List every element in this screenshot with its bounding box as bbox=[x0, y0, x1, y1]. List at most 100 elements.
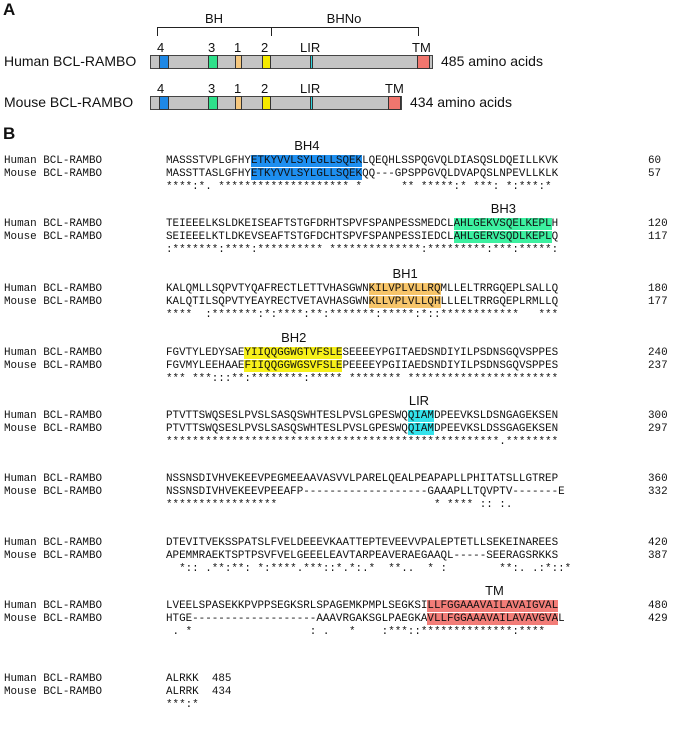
panel-b-label: B bbox=[3, 124, 16, 143]
mouse-tm-domain bbox=[388, 96, 401, 110]
human-sequence: DTEVITVEKSSPATSLFVELDEEEVKAATTEPTEVEEVVP… bbox=[166, 537, 559, 549]
human-position-number: 60 bbox=[648, 155, 662, 167]
human-bh4-domain bbox=[159, 55, 169, 69]
conservation-line: :*******:****:********** **************:… bbox=[166, 244, 559, 256]
mouse-sequence: PTVTTSWQSESLPVSLSASQSWHTESLPVSLGPESWQQIA… bbox=[166, 423, 559, 435]
motif-title-bh1: BH1 bbox=[392, 266, 418, 281]
mouse-position-number: 387 bbox=[648, 550, 668, 562]
human-bh4-motif-highlight: ETKYVVLSYLGLLSQEK bbox=[250, 155, 363, 167]
mouse-sequence: SEIEEELKTLDKEVSEAFTSTGFDCHTSPVFSPANPESSI… bbox=[166, 231, 559, 243]
mouse-position-number: 177 bbox=[648, 296, 668, 308]
human-sequence: ALRKK bbox=[166, 673, 199, 685]
human-position-number: 480 bbox=[648, 600, 668, 612]
mouse-row-label: Mouse BCL-RAMBO bbox=[4, 486, 103, 498]
mouse-sequence: NSSNSDIVHVEKEEVPEEAFP-------------------… bbox=[166, 486, 565, 498]
mouse-position-number: 117 bbox=[648, 231, 668, 243]
human-bh1-motif-highlight: KILVPLVLLRQ bbox=[368, 283, 441, 295]
mouse-sequence: APEMMRAEKTSPTPSVFVELGEEELEAVTARPEAVERAEG… bbox=[166, 550, 559, 562]
human-sequence: LVEELSPASEKKPVPPSEGKSRLSPAGEMKPMPLSEGKSI… bbox=[166, 600, 559, 612]
human-protein-bar bbox=[150, 55, 433, 69]
human-tm-label: TM bbox=[412, 40, 431, 55]
human-row-label: Human BCL-RAMBO bbox=[4, 473, 103, 485]
human-tm-motif-highlight: LLFGGAAAVAILAVAIGVAL bbox=[427, 600, 559, 612]
mouse-lir-motif-highlight: QIAM bbox=[407, 423, 434, 435]
mouse-bh3-domain bbox=[208, 96, 218, 110]
mouse-position-number: 429 bbox=[648, 613, 668, 625]
human-bh2-domain bbox=[262, 55, 271, 69]
human-row-label: Human BCL-RAMBO bbox=[4, 283, 103, 295]
motif-title-bh4: BH4 bbox=[294, 138, 320, 153]
human-sequence: FGVTYLEDYSAEYIIQQGGWGTVFSLESEEEEYPGITAED… bbox=[166, 347, 559, 359]
mouse-bh4-domain bbox=[159, 96, 169, 110]
mouse-row-label: Mouse BCL-RAMBO bbox=[4, 168, 103, 180]
motif-title-lir: LIR bbox=[408, 393, 430, 408]
conservation-line: ***************** * **** :: :. bbox=[166, 499, 565, 511]
human-position-number: 240 bbox=[648, 347, 668, 359]
mouse-lir-label: LIR bbox=[300, 81, 321, 96]
mouse-row-label: Mouse BCL-RAMBO bbox=[4, 550, 103, 562]
conservation-line: . * : . * :***::**************:**** bbox=[166, 626, 546, 638]
mouse-bh2-label: 2 bbox=[261, 81, 269, 96]
mouse-protein-bar bbox=[150, 96, 402, 110]
human-lir-label: LIR bbox=[300, 40, 321, 55]
human-position-number: 180 bbox=[648, 283, 668, 295]
mouse-bh1-domain bbox=[235, 96, 242, 110]
mouse-row-label: Mouse BCL-RAMBO bbox=[4, 423, 103, 435]
human-bh2-motif-highlight: YIIQQGGWGTVFSLE bbox=[244, 347, 343, 359]
human-row-label: Human BCL-RAMBO bbox=[4, 155, 103, 167]
human-lir-motif-highlight: QIAM bbox=[407, 410, 434, 422]
mouse-position-number: 237 bbox=[648, 360, 668, 372]
human-sequence: TEIEEELKSLDKEISEAFTSTGFDRHTSPVFSPANPESSM… bbox=[166, 218, 559, 230]
motif-title-tm: TM bbox=[485, 583, 504, 598]
bh-region-label: BH bbox=[204, 11, 224, 26]
mouse-bh1-label: 1 bbox=[234, 81, 242, 96]
mouse-sequence: FGVMYLEEHAAEFIIQQGGWGSVFSLEPEEEEYPGIIAED… bbox=[166, 360, 559, 372]
human-row-label: Human BCL-RAMBO bbox=[4, 218, 103, 230]
human-bh3-label: 3 bbox=[208, 40, 216, 55]
human-row-label: Human BCL-RAMBO bbox=[4, 673, 103, 685]
human-length: 485 amino acids bbox=[441, 53, 543, 69]
conservation-line: ***:* bbox=[166, 699, 199, 711]
human-sequence: PTVTTSWQSESLPVSLSASQSWHTESLPVSLGPESWQQIA… bbox=[166, 410, 559, 422]
mouse-row-label: Mouse BCL-RAMBO bbox=[4, 296, 103, 308]
human-position-number: 485 bbox=[211, 673, 232, 685]
human-tm-domain bbox=[417, 55, 430, 69]
mouse-position-number: 297 bbox=[648, 423, 668, 435]
conservation-line: **** :*******:*:****:**:*******:*****:*:… bbox=[166, 309, 559, 321]
conservation-line: *:: .**:**: *:****.***::*.*:.* **.. * : … bbox=[166, 563, 572, 575]
conservation-line: *** ***:::**:********:***** ******** ***… bbox=[166, 373, 559, 385]
human-position-number: 120 bbox=[648, 218, 668, 230]
human-sequence: MASSSTVPLGFHYETKYVVLSYLGLLSQEKLQEQHLSSPQ… bbox=[166, 155, 559, 167]
human-row-label: Human BCL-RAMBO bbox=[4, 347, 103, 359]
mouse-sequence: ALRRK bbox=[166, 686, 199, 698]
bhno-region-bracket bbox=[271, 27, 419, 36]
bhno-region-label: BHNo bbox=[326, 11, 362, 26]
mouse-row-label: Mouse BCL-RAMBO bbox=[4, 686, 103, 698]
human-bh1-domain bbox=[235, 55, 242, 69]
mouse-protein-name: Mouse BCL-RAMBO bbox=[4, 94, 134, 110]
mouse-bh3-label: 3 bbox=[208, 81, 216, 96]
human-sequence: KALQMLLSQPVTYQAFRECTLETTVHASGWNKILVPLVLL… bbox=[166, 283, 559, 295]
human-bh1-label: 1 bbox=[234, 40, 242, 55]
mouse-bh2-motif-highlight: FIIQQGGWGSVFSLE bbox=[244, 360, 343, 372]
mouse-bh3-motif-highlight: AHLGERVSQDLKEPL bbox=[453, 231, 552, 243]
human-position-number: 360 bbox=[648, 473, 668, 485]
human-bh3-domain bbox=[208, 55, 218, 69]
mouse-position-number: 434 bbox=[211, 686, 232, 698]
conservation-line: ****:*. ******************** * ** *****:… bbox=[166, 181, 552, 193]
mouse-position-number: 57 bbox=[648, 168, 662, 180]
human-protein-name: Human BCL-RAMBO bbox=[4, 53, 137, 69]
mouse-row-label: Mouse BCL-RAMBO bbox=[4, 231, 103, 243]
mouse-row-label: Mouse BCL-RAMBO bbox=[4, 613, 103, 625]
mouse-position-number: 332 bbox=[648, 486, 668, 498]
mouse-length: 434 amino acids bbox=[410, 94, 512, 110]
mouse-bh1-motif-highlight: KLLVPLVLLQH bbox=[368, 296, 441, 308]
mouse-sequence: KALQTILSQPVTYEAYRECTVETAVHASGWNKLLVPLVLL… bbox=[166, 296, 559, 308]
mouse-lir-domain bbox=[310, 96, 313, 110]
mouse-tm-label: TM bbox=[385, 81, 404, 96]
human-position-number: 300 bbox=[648, 410, 668, 422]
mouse-row-label: Mouse BCL-RAMBO bbox=[4, 360, 103, 372]
mouse-sequence: HTGE-------------------AAAVRGAKSGLPAEGKA… bbox=[166, 613, 565, 625]
mouse-bh4-motif-highlight: ETKYVVLSYLGLLSQEK bbox=[250, 168, 363, 180]
motif-title-bh2: BH2 bbox=[281, 330, 307, 345]
